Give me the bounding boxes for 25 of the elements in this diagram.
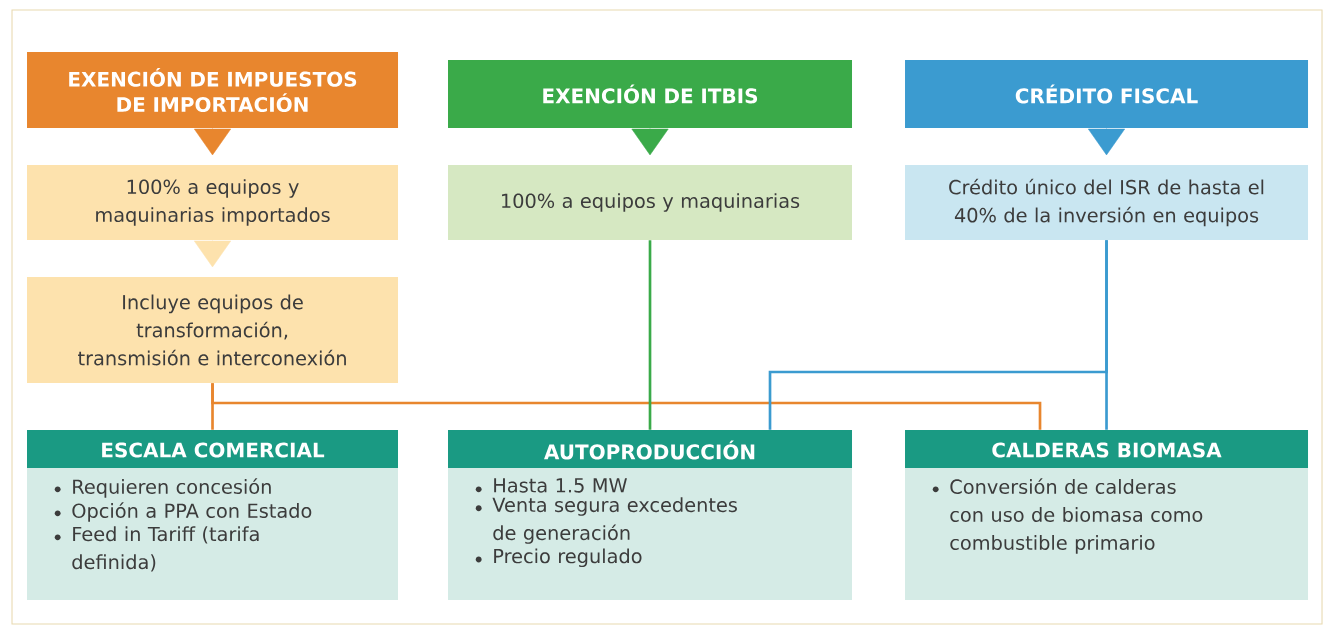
pointer-arrow: [1088, 128, 1125, 156]
connector: [768, 240, 1108, 430]
bullet-item: Feed in Tariff (tarifa definida): [72, 526, 259, 572]
pointer-arrow: [194, 240, 231, 268]
card: [905, 430, 1308, 600]
connector: [211, 383, 1042, 430]
card: [448, 430, 852, 600]
banner-box: EXENCIÓN DE IMPUESTOS DE IMPORTACIÓN: [27, 52, 398, 128]
bullet-item: Precio regulado: [494, 548, 642, 568]
bullet-item: Hasta 1.5 MW: [494, 478, 627, 493]
bullet-item: Requieren concesión: [73, 478, 271, 498]
bullet-item: Conversión de calderas con uso de biomasa como combustible primario: [950, 478, 1203, 554]
card: [27, 430, 398, 600]
connector: [648, 240, 652, 430]
bullet-item: Venta segura excedentes de generación: [492, 497, 737, 544]
info-box: 100% a equipos y maquinarias: [448, 165, 852, 240]
bullet-item: Opción a PPA con Estado: [72, 502, 312, 522]
pointer-arrow: [194, 128, 231, 156]
info-box: 100% a equipos y maquinarias importados: [27, 165, 398, 240]
card-heading: AUTOPRODUCCIÓN: [544, 440, 755, 460]
pointer-arrow: [631, 128, 669, 156]
info-box: Incluye equipos de transformación, transmisión e interconexión: [27, 277, 398, 383]
card-heading: ESCALA COMERCIAL: [102, 442, 325, 458]
card-heading: CALDERAS BIOMASA: [992, 442, 1222, 458]
info-box: Crédito único del ISR de hasta el 40% de la inversión en equipos: [905, 165, 1308, 240]
